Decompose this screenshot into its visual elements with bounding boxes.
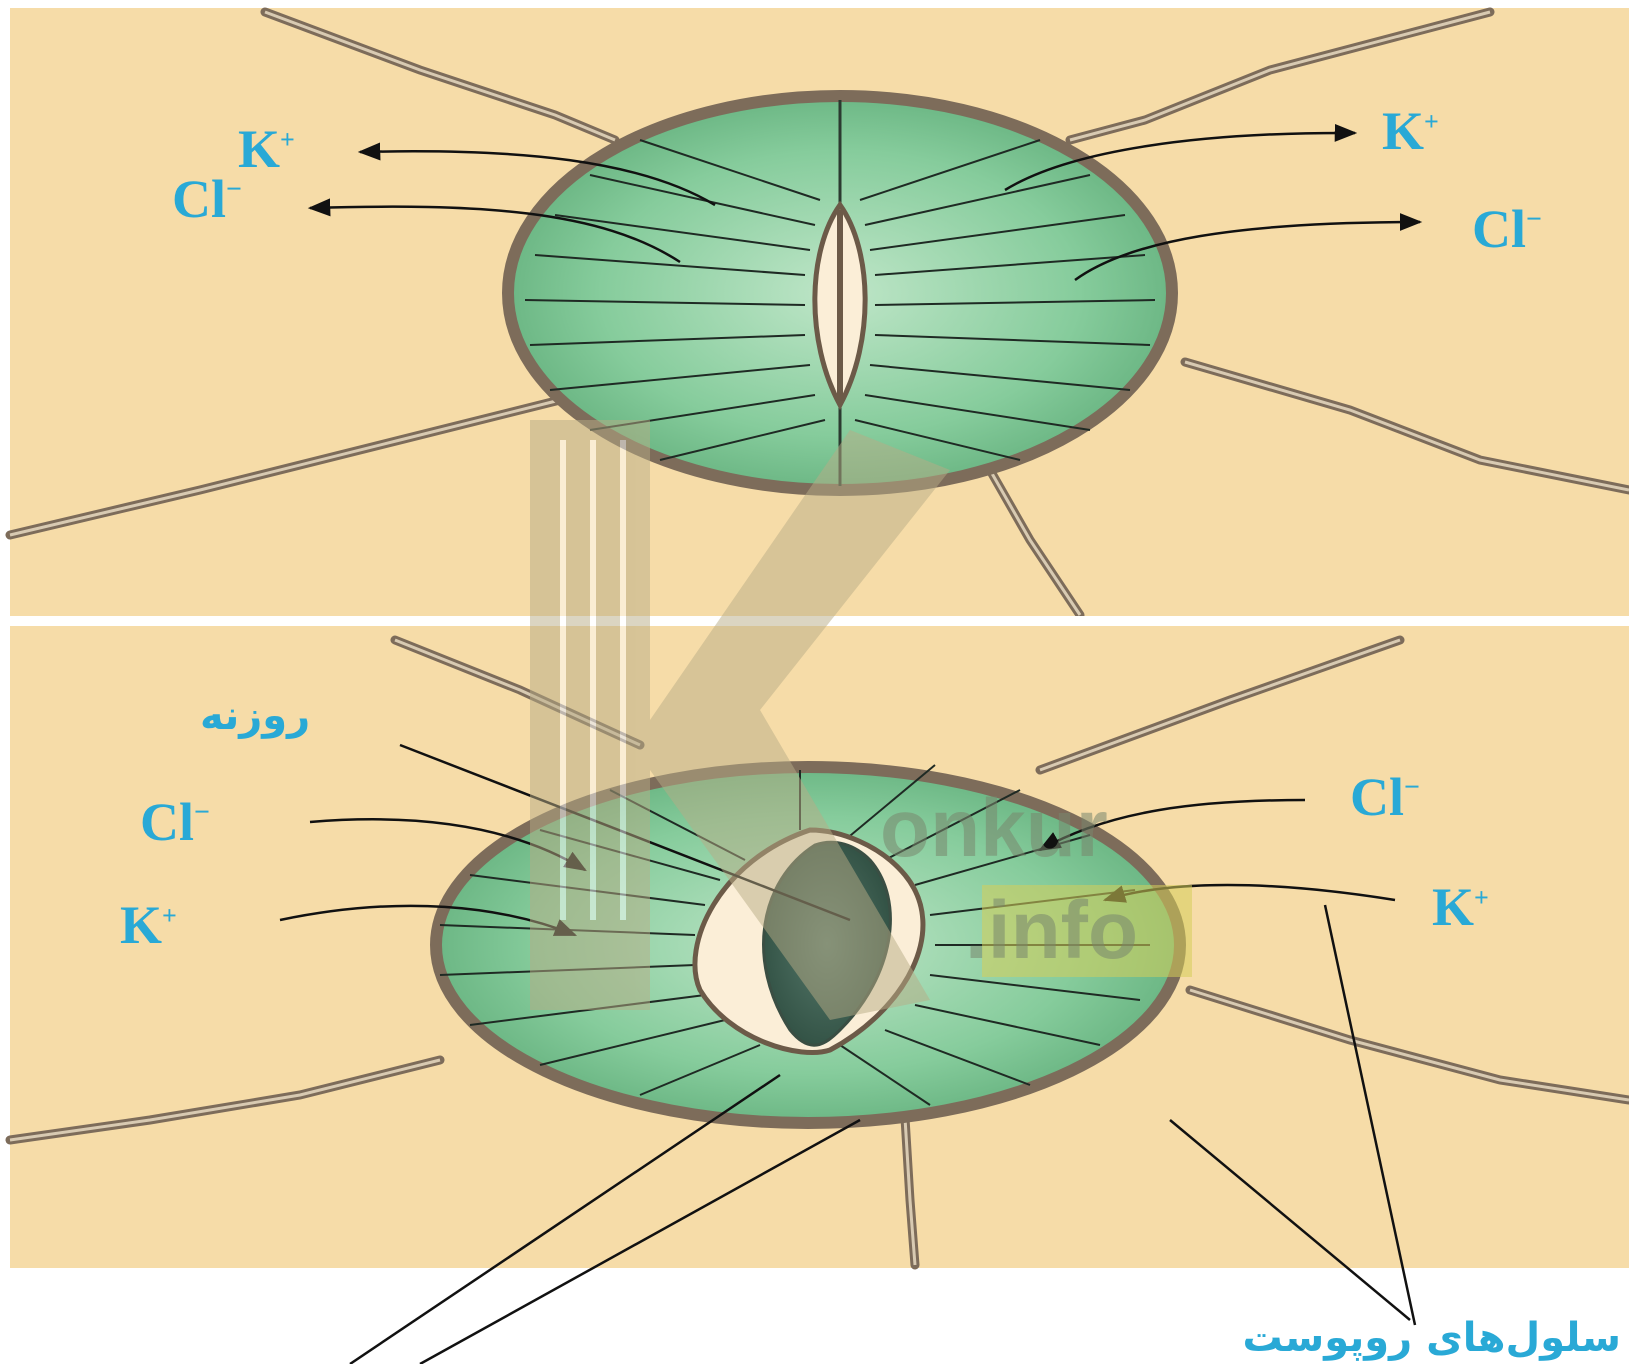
- top-left-k-label: K+: [238, 122, 295, 176]
- top-left-cl-label: Cl−: [172, 172, 242, 226]
- bottom-right-cl-label: Cl−: [1350, 770, 1420, 824]
- bottom-left-cl-label: Cl−: [140, 795, 210, 849]
- bottom-left-k-label: K+: [120, 898, 177, 952]
- top-right-k-label: K+: [1382, 104, 1439, 158]
- watermark-onkur-text: onkur: [880, 788, 1108, 870]
- bottom-right-k-label: K+: [1432, 880, 1489, 934]
- watermark-info-text: .info: [965, 890, 1138, 972]
- pore-label: روزنه: [200, 696, 310, 736]
- top-right-cl-label: Cl−: [1472, 202, 1542, 256]
- epidermis-cells-label: سلول‌های روپوست: [1243, 1318, 1621, 1358]
